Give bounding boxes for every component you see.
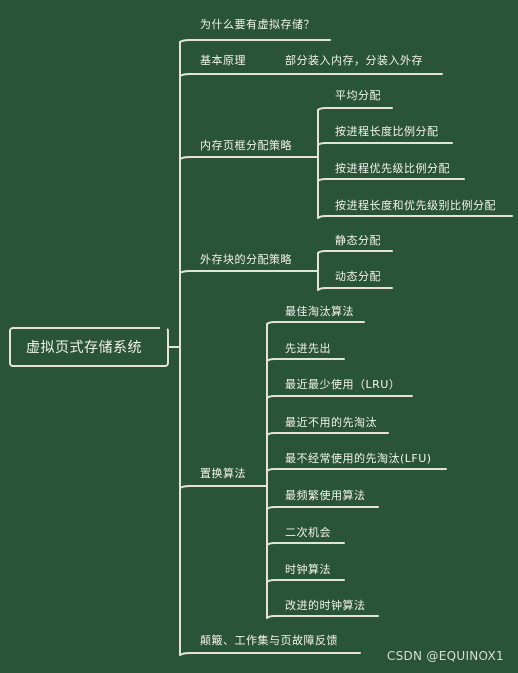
node-why: 为什么要有虚拟存储？ xyxy=(200,18,315,31)
root-label: 虚拟页式存储系统 xyxy=(26,340,142,356)
root-node xyxy=(9,327,169,367)
node-replace-item: 最近最少使用（LRU） xyxy=(285,378,401,391)
node-replace-item: 先进先出 xyxy=(285,342,331,355)
node-replace-item: 最频繁使用算法 xyxy=(285,489,366,502)
node-alloc-item: 平均分配 xyxy=(335,89,381,102)
node-replace-item: 二次机会 xyxy=(285,526,331,539)
node-replace-item: 时钟算法 xyxy=(285,563,331,576)
watermark: CSDN @EQUINOX1 xyxy=(386,649,504,663)
node-swap: 外存块的分配策略 xyxy=(200,253,292,266)
node-replace: 置换算法 xyxy=(200,467,246,480)
node-alloc-item: 按进程优先级比例分配 xyxy=(335,162,450,175)
node-basic-detail: 部分装入内存，分装入外存 xyxy=(285,54,423,67)
node-swap-item: 静态分配 xyxy=(335,234,381,247)
node-alloc-item: 按进程长度和优先级别比例分配 xyxy=(335,199,496,212)
node-replace-item: 改进的时钟算法 xyxy=(285,599,366,612)
node-replace-item: 最不经常使用的先淘汰(LFU) xyxy=(285,452,432,465)
node-swap-item: 动态分配 xyxy=(335,270,381,283)
node-replace-item: 最佳淘汰算法 xyxy=(285,305,354,318)
node-replace-item: 最近不用的先淘汰 xyxy=(285,416,377,429)
node-alloc: 内存页框分配策略 xyxy=(200,139,292,152)
node-basic: 基本原理 xyxy=(200,54,246,67)
node-alloc-item: 按进程长度比例分配 xyxy=(335,125,439,138)
node-thrash: 颠簸、工作集与页故障反馈 xyxy=(200,634,338,647)
